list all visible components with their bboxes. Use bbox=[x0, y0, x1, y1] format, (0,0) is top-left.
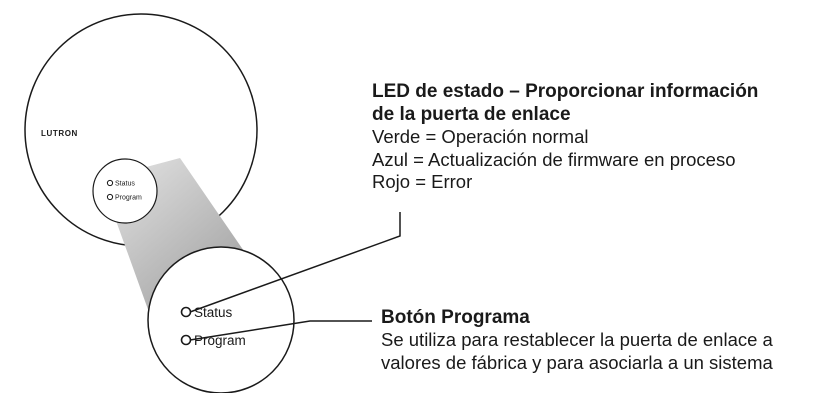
status-led bbox=[180, 306, 192, 318]
button-callout: Botón Programa Se utiliza para restablec… bbox=[381, 306, 836, 374]
program-button bbox=[180, 334, 192, 346]
led-leader-line bbox=[189, 212, 401, 313]
magnified-control-panel bbox=[147, 246, 295, 393]
button-callout-heading: Botón Programa bbox=[381, 307, 530, 328]
led-green-description: Verde = Operación normal bbox=[372, 126, 589, 147]
device-control-panel bbox=[92, 158, 158, 224]
button-description-line1: Se utiliza para restablecer la puerta de… bbox=[381, 329, 773, 350]
small-status-led bbox=[106, 179, 114, 187]
led-blue-description: Azul = Actualización de firmware en proc… bbox=[372, 148, 736, 170]
small-program-label: Program bbox=[115, 195, 142, 202]
small-program-button bbox=[106, 193, 114, 201]
button-description-line2: valores de fábrica y para asociarla a un… bbox=[381, 351, 773, 373]
status-label: Status bbox=[194, 305, 233, 320]
led-callout-heading-line2: de la puerta de enlace bbox=[372, 104, 571, 125]
button-leader-line bbox=[189, 320, 372, 341]
led-red-description: Rojo = Error bbox=[372, 171, 473, 192]
led-callout-heading-line1: LED de estado – Proporcionar información bbox=[372, 81, 759, 102]
lutron-logo: LUTRON bbox=[41, 129, 78, 138]
small-status-label: Status bbox=[115, 181, 135, 188]
led-callout: LED de estado – Proporcionar información… bbox=[372, 80, 832, 194]
